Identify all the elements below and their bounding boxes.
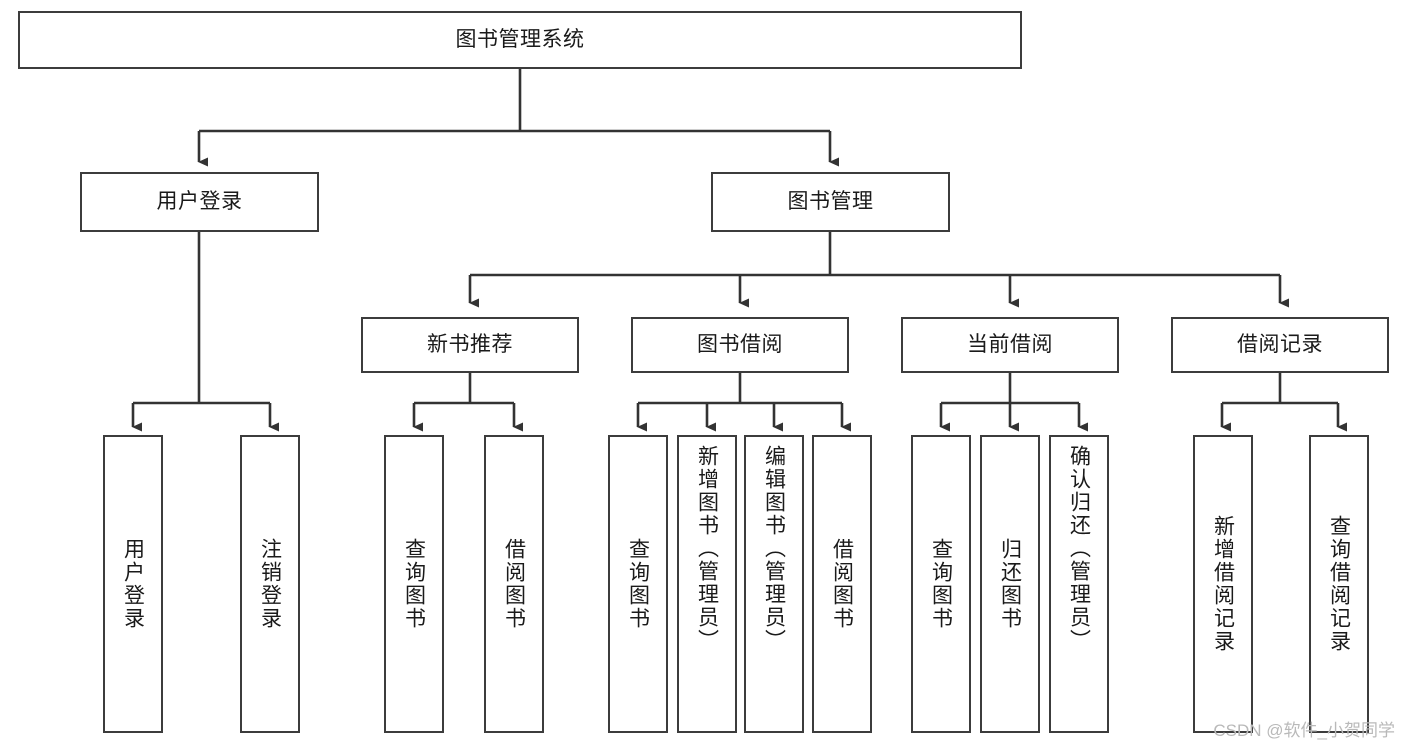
node-label: 确认归还（管理员） [1067,445,1091,652]
leaf-new-book-query-book[interactable]: 查询图书 [384,435,444,733]
node-label: 图书管理系统 [455,27,585,51]
node-user-login[interactable]: 用户登录 [80,172,319,232]
node-label: 借阅图书 [502,538,526,630]
node-label: 图书借阅 [697,332,783,356]
node-label: 借阅图书 [830,538,854,630]
node-label: 当前借阅 [967,332,1053,356]
node-label: 新增借阅记录 [1211,515,1235,653]
node-new-book-recommend[interactable]: 新书推荐 [361,317,579,373]
node-label: 归还图书 [998,538,1022,630]
leaf-book-borrow-edit-book-admin[interactable]: 编辑图书（管理员） [744,435,804,733]
node-label: 查询图书 [402,538,426,630]
leaf-new-book-borrow-book[interactable]: 借阅图书 [484,435,544,733]
leaf-current-borrow-confirm-return-admin[interactable]: 确认归还（管理员） [1049,435,1109,733]
node-label: 借阅记录 [1237,332,1323,356]
node-label: 查询图书 [626,538,650,630]
leaf-book-borrow-query-book[interactable]: 查询图书 [608,435,668,733]
node-current-borrow[interactable]: 当前借阅 [901,317,1119,373]
node-root-book-management-system[interactable]: 图书管理系统 [18,11,1022,69]
watermark-text: CSDN @软件_小贺同学 [1213,721,1395,740]
leaf-borrow-record-query-record[interactable]: 查询借阅记录 [1309,435,1369,733]
node-label: 用户登录 [156,189,243,213]
node-label: 查询借阅记录 [1327,515,1351,653]
node-label: 图书管理 [787,189,874,213]
leaf-book-borrow-add-book-admin[interactable]: 新增图书（管理员） [677,435,737,733]
node-book-borrow[interactable]: 图书借阅 [631,317,849,373]
leaf-current-borrow-query-book[interactable]: 查询图书 [911,435,971,733]
node-label: 新书推荐 [427,332,513,356]
leaf-borrow-record-add-record[interactable]: 新增借阅记录 [1193,435,1253,733]
node-label: 注销登录 [258,538,282,630]
node-label: 新增图书（管理员） [695,445,719,652]
node-book-management[interactable]: 图书管理 [711,172,950,232]
node-borrow-record[interactable]: 借阅记录 [1171,317,1389,373]
node-label: 查询图书 [929,538,953,630]
node-label: 编辑图书（管理员） [762,445,786,652]
leaf-user-login-login[interactable]: 用户登录 [103,435,163,733]
leaf-book-borrow-borrow-book[interactable]: 借阅图书 [812,435,872,733]
node-label: 用户登录 [121,538,145,630]
leaf-current-borrow-return-book[interactable]: 归还图书 [980,435,1040,733]
leaf-user-login-logout[interactable]: 注销登录 [240,435,300,733]
